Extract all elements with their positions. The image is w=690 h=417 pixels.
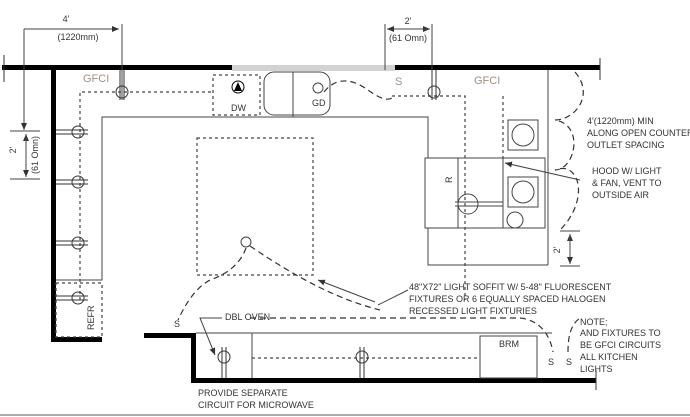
dbl-oven-label: DBL OVEN <box>225 312 270 322</box>
note-soffit: 48"X72" LIGHT SOFFIT W/ 5-48" FLUORESCEN… <box>409 282 612 316</box>
burner-icon <box>511 180 535 204</box>
dishwasher: DW <box>212 74 261 116</box>
dim-text: 4' <box>63 14 70 24</box>
outlet-icon <box>56 291 88 305</box>
svg-text:ALONG OPEN COUNTER: ALONG OPEN COUNTER <box>587 128 690 138</box>
switch-icon: S <box>548 357 554 367</box>
svg-text:PROVIDE SEPARATE: PROVIDE SEPARATE <box>198 388 288 398</box>
note-microwave: PROVIDE SEPARATE CIRCUIT FOR MICROWAVE <box>198 388 314 410</box>
note-outlet-spacing: 4'(1220mm) MIN ALONG OPEN COUNTER OUTLET… <box>587 116 690 150</box>
gd-label: GD <box>312 98 326 108</box>
walls <box>0 55 690 416</box>
outlet-icon <box>115 70 129 100</box>
outlet-icon <box>56 236 88 250</box>
dim-text: (61 Omn) <box>389 33 427 43</box>
ceiling-light-icon <box>240 236 252 248</box>
dim-text: 2' <box>405 16 412 26</box>
dimension-right: 2' <box>552 230 580 267</box>
outlet-icon <box>217 347 231 378</box>
garbage-disposal-icon <box>312 82 324 94</box>
range-label: R <box>444 176 454 183</box>
gfci-label: GFCI <box>474 75 500 87</box>
outlet-icon <box>427 70 441 100</box>
svg-text:NOTE;: NOTE; <box>580 317 608 327</box>
svg-text:48"X72" LIGHT SOFFIT W/ 5-48": 48"X72" LIGHT SOFFIT W/ 5-48" FLUORESCEN… <box>409 282 612 292</box>
burner-icon <box>511 123 535 147</box>
svg-text:AND FIXTURES TO: AND FIXTURES TO <box>580 328 661 338</box>
outlet-icon <box>56 175 88 189</box>
switch-icon: S <box>174 319 180 329</box>
svg-text:FIXTURES OR 6 EQUALLY SPACED H: FIXTURES OR 6 EQUALLY SPACED HALOGEN <box>409 294 606 304</box>
light-soffit <box>196 137 314 276</box>
window <box>232 65 395 71</box>
dim-text: (1220mm) <box>57 32 98 42</box>
dw-label: DW <box>231 103 246 113</box>
refrigerator <box>55 282 103 338</box>
dim-text: 2' <box>8 146 18 153</box>
svg-text:OUTLET SPACING: OUTLET SPACING <box>587 140 665 150</box>
switch-icon: S <box>566 357 572 367</box>
broom-closet <box>479 335 538 379</box>
dim-text: 2' <box>552 246 562 253</box>
bottom-counter: BRM <box>196 332 552 379</box>
sink: GD <box>263 71 331 117</box>
dimension-left: 2' (61 Omn) <box>8 130 40 180</box>
svg-text:RECESSED LIGHT FIXTURIES: RECESSED LIGHT FIXTURIES <box>409 306 537 316</box>
svg-text:& FAN, VENT TO: & FAN, VENT TO <box>592 178 662 188</box>
dishwasher-outlet-icon <box>234 82 242 91</box>
outlets <box>56 70 441 378</box>
svg-text:BE GFCI CIRCUITS: BE GFCI CIRCUITS <box>580 340 661 350</box>
dimension-top-right: 2' (61 Omn) <box>384 16 433 100</box>
gfci-label: GFCI <box>83 73 109 85</box>
svg-text:4'(1220mm) MIN: 4'(1220mm) MIN <box>587 116 654 126</box>
range: R <box>424 119 546 229</box>
svg-text:LIGHTS: LIGHTS <box>580 364 613 374</box>
refr-label: REFR <box>86 305 96 330</box>
dim-text: (61 Omn) <box>30 136 40 174</box>
svg-text:ALL KITCHEN: ALL KITCHEN <box>580 352 638 362</box>
svg-text:CIRCUIT FOR MICROWAVE: CIRCUIT FOR MICROWAVE <box>198 400 314 410</box>
outlet-icon <box>457 193 479 215</box>
outlet-icon <box>355 347 369 378</box>
dimension-top-left: 4' (1220mm) <box>21 14 123 130</box>
brm-label: BRM <box>499 339 519 349</box>
note-gfci: NOTE; AND FIXTURES TO BE GFCI CIRCUITS A… <box>580 317 661 374</box>
note-hood: HOOD W/ LIGHT & FAN, VENT TO OUTSIDE AIR <box>592 166 662 200</box>
outlet-icon <box>56 125 88 139</box>
switch-icon: S <box>395 76 402 88</box>
counters: REFR <box>55 70 549 338</box>
circuit-lines <box>79 71 584 359</box>
svg-text:HOOD W/ LIGHT: HOOD W/ LIGHT <box>592 166 662 176</box>
outlet-icon <box>506 211 524 229</box>
svg-text:OUTSIDE AIR: OUTSIDE AIR <box>592 190 650 200</box>
